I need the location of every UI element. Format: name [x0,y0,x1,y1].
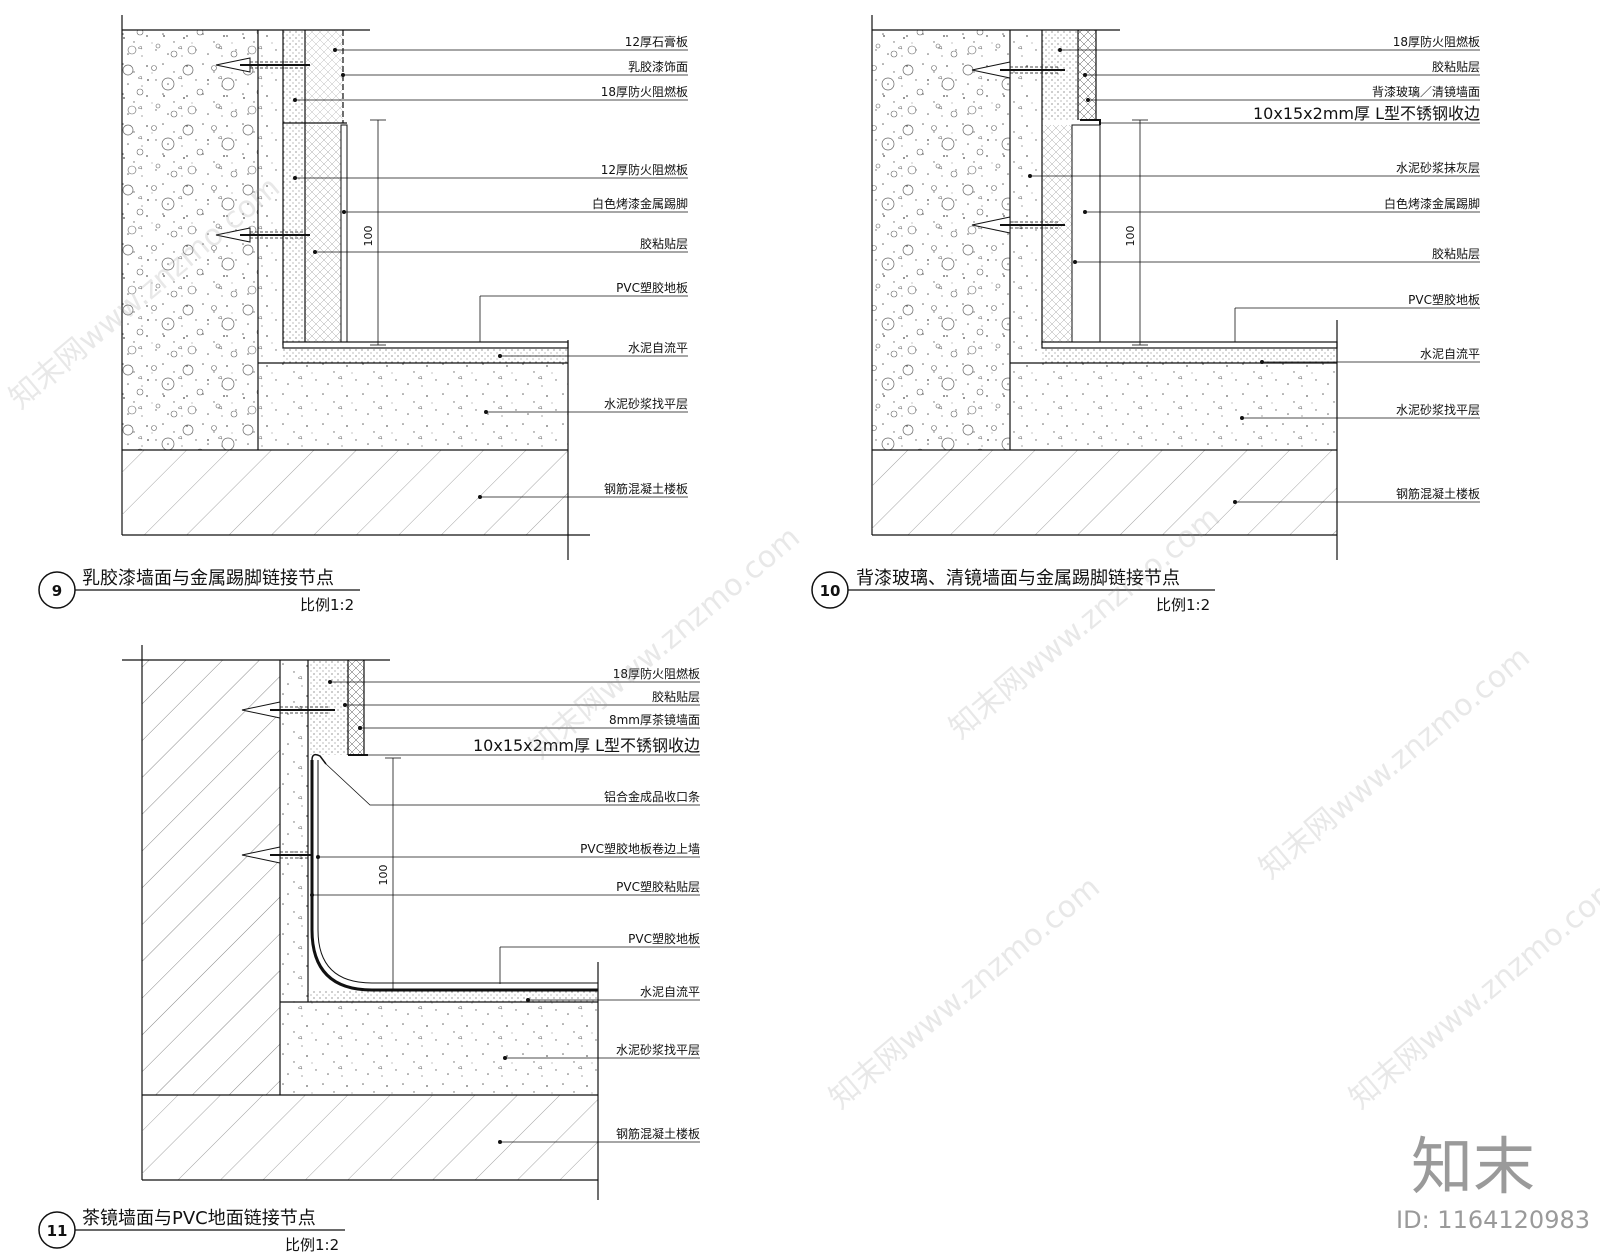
concrete-slab [872,450,1337,535]
gypsum-board [305,30,343,123]
detail-number: 10 [820,582,841,600]
anchor-screw [971,216,1065,234]
pvc-floor [1041,341,1338,349]
anchor-screw [215,57,310,73]
anchor-screw [215,227,310,243]
label-adhesive: 胶粘贴层 [652,689,700,704]
label-steel-trim: 10x15x2mm厚 L型不锈钢收边 [473,736,700,755]
pvc-floor [282,341,569,349]
tea-mirror-wall [348,660,364,755]
watermark-text: 知末网www.znzmo.com [823,870,1107,1116]
detail-number: 11 [47,1222,68,1240]
fire-board-18 [308,660,348,755]
concrete-slab [122,450,568,535]
label-fire-board-18: 18厚防火阻燃板 [613,666,700,681]
plaster-layer [1010,30,1042,365]
wall-concrete-aggregate [122,30,258,450]
label-pvc-floor: PVC塑胶地板 [628,931,700,946]
leader-dots [1028,48,1264,504]
label-slab: 钢筋混凝土楼板 [1396,486,1480,501]
pvc-roll-up-inner [317,760,598,984]
self-leveling-cement [1042,348,1337,363]
adhesive-layer [1042,125,1072,345]
steel-edge-trim [1080,119,1101,125]
detail-10: 100 18厚防火阻燃板 胶粘贴层 背漆玻璃／清镜墙面 10x15x2mm厚 L… [811,15,1480,614]
cement-mortar-layer [280,1002,598,1095]
watermark-text: 知末网www.znzmo.com [523,520,807,766]
leader-lines [295,49,688,498]
label-metal-skirting: 白色烤漆金属踢脚 [592,196,688,211]
label-self-leveling: 水泥自流平 [1420,347,1480,361]
label-mortar: 水泥砂浆找平层 [604,396,688,411]
label-adhesive-2: 胶粘贴层 [1432,246,1480,261]
detail-title: 乳胶漆墙面与金属踢脚链接节点 [82,568,334,589]
detail-11: 100 18厚防火阻燃板 胶粘贴层 8mm厚茶镜墙面 10x15x2mm厚 L型… [38,645,700,1254]
leader-lines [1030,49,1480,503]
wall-structure-hatch [142,660,280,1095]
label-self-leveling: 水泥自流平 [640,985,700,999]
label-plaster: 水泥砂浆抹灰层 [1396,160,1480,175]
label-gypsum-board: 12厚石膏板 [625,34,688,49]
label-pvc-roll-up: PVC塑胶地板卷边上墙 [580,841,700,856]
label-slab: 钢筋混凝土楼板 [616,1126,700,1141]
watermark-text: 知末网www.znzmo.com [1253,640,1537,886]
label-mortar: 水泥砂浆找平层 [1396,402,1480,417]
fire-board-18 [283,30,305,123]
detail-scale: 比例1:2 [300,596,354,614]
detail-9: 100 12厚石膏板 乳胶漆饰面 18厚防火阻燃板 12厚防火阻燃板 白色烤漆金… [38,15,688,614]
label-pvc-floor: PVC塑胶地板 [1408,292,1480,307]
dimension-value: 100 [1124,226,1137,247]
label-fire-board-18: 18厚防火阻燃板 [1393,34,1480,49]
detail-title: 茶镜墙面与PVC地面链接节点 [82,1208,316,1229]
label-adhesive: 胶粘贴层 [640,236,688,251]
wall-concrete-aggregate [872,30,1010,450]
leader-dots [293,48,502,499]
image-id: ID: 1164120983 [1396,1206,1590,1234]
detail-scale: 比例1:2 [1156,596,1210,614]
adhesive-layer [305,125,341,345]
label-aluminum-strip: 铝合金成品收口条 [604,789,700,804]
label-mortar: 水泥砂浆找平层 [616,1042,700,1057]
aluminum-edge-strip [311,753,327,765]
label-fire-board-18: 18厚防火阻燃板 [601,84,688,99]
anchor-screw [971,61,1065,79]
pvc-roll-up [310,760,598,992]
self-leveling-cement [283,348,568,363]
cement-mortar-layer [1010,363,1337,450]
label-latex-paint: 乳胶漆饰面 [628,59,688,74]
dimension-value: 100 [362,226,375,247]
watermark-text: 知末网www.znzmo.com [943,500,1227,746]
watermark-text: 知末网www.znzmo.com [1343,870,1600,1116]
label-metal-skirting: 白色烤漆金属踢脚 [1384,196,1480,211]
brand-logo: 知末 [1411,1130,1535,1203]
leader-lines [312,681,700,1143]
leader-dots [310,680,530,1144]
self-leveling-cement [308,990,598,1002]
cement-mortar-layer [258,363,568,450]
metal-skirting [340,124,348,346]
anchor-screw [241,701,335,719]
fire-board-18 [1042,30,1078,120]
detail-number: 9 [52,582,62,600]
label-pvc-floor: PVC塑胶地板 [616,280,688,295]
metal-skirting [1071,124,1101,346]
plaster-layer [280,660,308,1002]
label-tea-mirror: 8mm厚茶镜墙面 [609,712,700,727]
label-fire-board-12: 12厚防火阻燃板 [601,162,688,177]
label-slab: 钢筋混凝土楼板 [604,481,688,496]
detail-title: 背漆玻璃、清镜墙面与金属踢脚链接节点 [856,568,1180,589]
label-pvc-adhesive: PVC塑胶粘贴层 [616,879,700,894]
label-self-leveling: 水泥自流平 [628,341,688,355]
concrete-slab [142,1095,598,1180]
dimension-value: 100 [377,865,390,886]
label-steel-trim: 10x15x2mm厚 L型不锈钢收边 [1253,104,1480,123]
plaster-layer [258,30,283,365]
label-glass-mirror: 背漆玻璃／清镜墙面 [1372,84,1480,99]
anchor-screw [241,846,312,864]
label-adhesive: 胶粘贴层 [1432,59,1480,74]
detail-scale: 比例1:2 [285,1236,339,1254]
